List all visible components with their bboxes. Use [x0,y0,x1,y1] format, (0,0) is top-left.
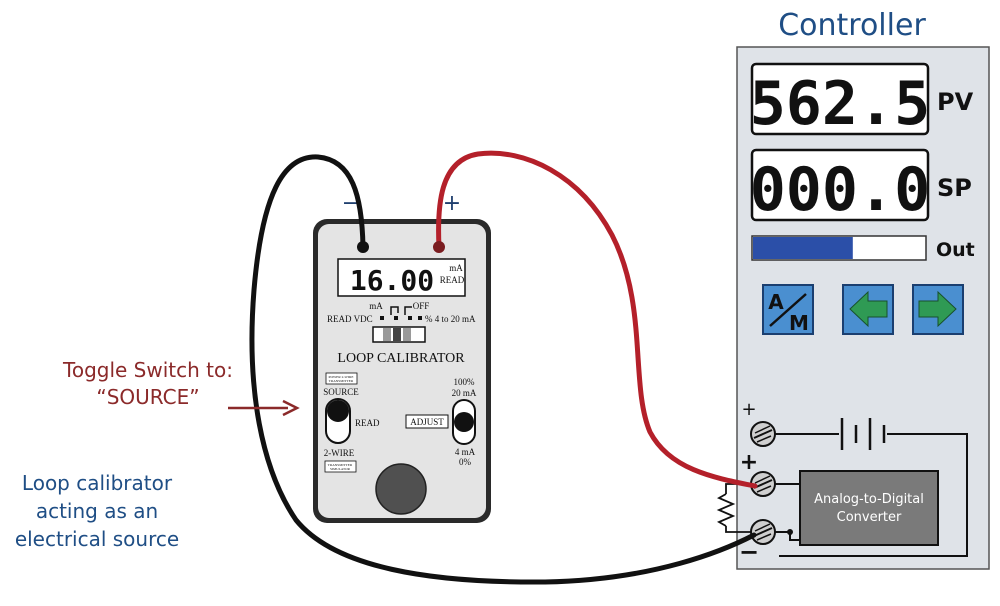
two-wire-label: 2-WIRE [324,448,355,458]
pv-value: 562.5 [750,69,931,139]
toggle-arrow-head-icon [282,399,300,417]
controller-title: Controller [778,8,926,43]
source-annotation-line1: Loop calibrator [22,471,173,495]
adjust-toggle-switch[interactable] [452,399,476,445]
terminal-bot-sign: − [739,538,759,566]
source-read-toggle-switch[interactable] [325,398,351,444]
mode-bracket-2 [404,306,412,315]
read-label: READ [355,418,380,428]
adjust-knob[interactable] [375,463,427,515]
adc-box [799,470,939,546]
source-annotation-line3: electrical source [15,527,179,551]
transmitter-simulator-tag-line1: TRANSMITTER [328,463,353,467]
minus-jack[interactable] [357,241,369,253]
source-label: SOURCE [323,387,359,397]
mode-read-vdc-label: READ VDC [327,314,373,324]
terminal-screw-bottom[interactable] [750,519,776,545]
calibrator-display-unit: mA [449,263,463,273]
transmitter-simulator-tag [324,460,357,473]
adjust-label: ADJUST [410,417,444,427]
mode-dot-3 [408,316,412,320]
mode-dot-4 [418,316,422,320]
auto-manual-a: A [768,290,784,314]
mode-off-label: OFF [413,301,430,311]
arrow-right-icon [918,290,957,328]
mode-ma-label: mA [369,301,383,311]
mode-dot-1 [380,316,384,320]
power-transmitter-tag-line2: TRANSMITTER [329,379,354,383]
sp-label: SP [937,174,972,202]
power-transmitter-tag-line1: POWER 2-WIRE [329,375,354,379]
pv-label: PV [937,88,974,116]
auto-manual-m: M [789,311,809,335]
terminal-mid-sign: + [740,450,758,475]
calibrator-display [337,258,466,297]
red-wire [436,150,758,489]
mode-selector-switch[interactable] [372,326,426,343]
arrow-left-icon [849,290,888,328]
adc-label-line2: Converter [837,510,902,525]
toggle-annotation-line2: “SOURCE” [96,385,199,409]
plus-lead-label: + [443,191,461,216]
terminal-screw-top[interactable] [750,421,776,447]
auto-manual-slash [769,293,807,327]
calibrator-display-mode: READ [440,275,465,285]
range-top-ma: 20 mA [452,388,477,398]
pv-display [750,62,930,136]
terminal-top-sign: + [741,399,756,420]
transmitter-simulator-tag-line2: SIMULATOR [330,467,351,471]
power-transmitter-tag [325,372,358,385]
range-bottom-ma: 4 mA [455,447,476,457]
resistor-wire-2 [725,526,752,533]
adc-wire-bottom [775,531,800,541]
calibrator-body-face [318,224,486,518]
sp-value: 000.0 [750,155,931,225]
calibrator-display-value: 16.00 [350,264,434,297]
junction-dot-1 [787,529,793,535]
adjust-tag [405,414,449,429]
black-wire [249,154,757,585]
toggle-annotation-line1: Toggle Switch to: [62,358,233,382]
range-top-percent: 100% [454,377,476,387]
mode-bracket [390,306,399,315]
out-bar-fill [753,237,853,259]
resistor-zigzag [716,493,736,527]
plus-jack[interactable] [433,241,445,253]
mode-percent-label: % 4 to 20 mA [425,314,476,324]
mode-dot-2 [394,316,398,320]
supply-wire-right [779,433,968,557]
adc-label-line1: Analog-to-Digital [814,492,924,507]
calibrator-title: LOOP CALIBRATOR [337,351,465,366]
source-annotation-line2: acting as an [36,499,158,523]
range-bottom-percent: 0% [459,457,472,467]
out-label: Out [936,239,975,261]
sp-display [750,148,930,222]
